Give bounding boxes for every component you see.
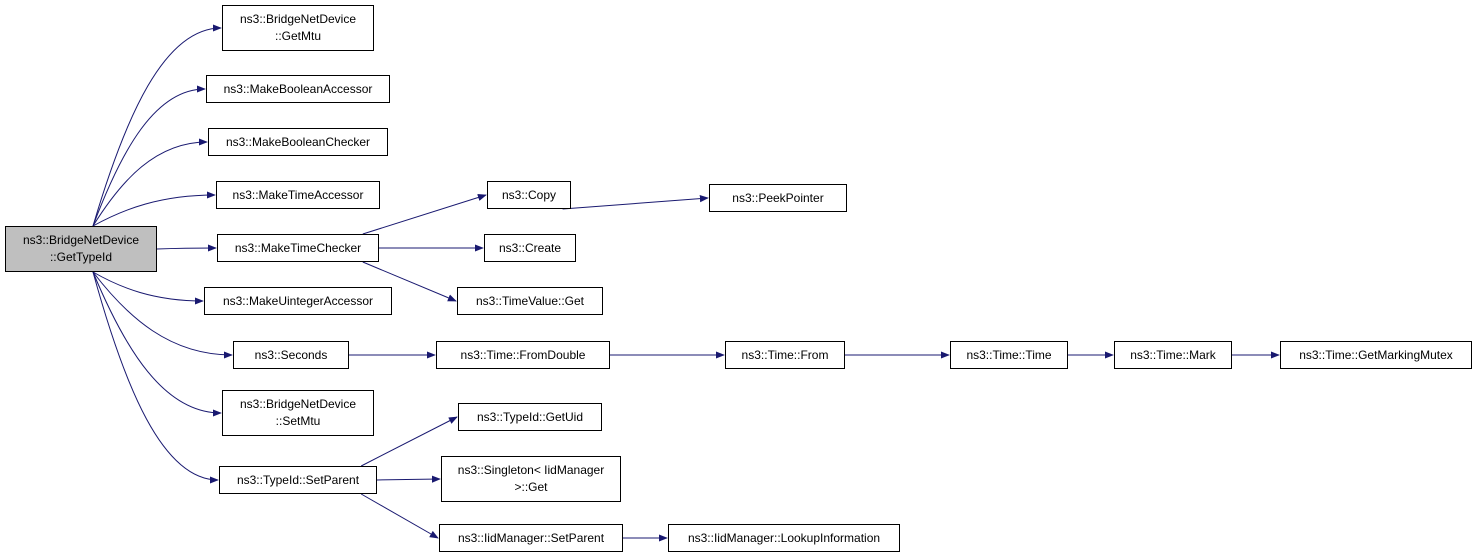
node-mkboolacc[interactable]: ns3::MakeBooleanAccessor (206, 75, 390, 103)
node-label-line: ns3::Copy (501, 187, 557, 202)
node-label-line: ns3::Time::Time (966, 347, 1052, 362)
node-label-line: ns3::BridgeNetDevice (239, 12, 357, 26)
edge-setparent-to-getuid (360, 416, 458, 467)
node-copy[interactable]: ns3::Copy (487, 181, 571, 209)
node-mark[interactable]: ns3::Time::Mark (1114, 341, 1232, 369)
node-label-line: ::GetMtu (274, 29, 321, 43)
edge-root-to-mkboolchk (92, 138, 208, 227)
edge-root-to-seconds (92, 271, 233, 359)
node-label-line: ns3::BridgeNetDevice (22, 233, 140, 247)
node-peek[interactable]: ns3::PeekPointer (709, 184, 847, 212)
node-label-line: ns3::Time::From (741, 347, 829, 362)
node-label-line: ns3::BridgeNetDevice (239, 397, 357, 411)
node-singleton[interactable]: ns3::Singleton< IidManager>::Get (441, 456, 621, 502)
node-label-line: ns3::MakeUintegerAccessor (222, 293, 374, 308)
node-timetime[interactable]: ns3::Time::Time (950, 341, 1068, 369)
node-mkuintacc[interactable]: ns3::MakeUintegerAccessor (204, 287, 392, 315)
node-label-line: ns3::IidManager::SetParent (457, 530, 605, 545)
node-label-line: ns3::Singleton< IidManager (457, 463, 605, 477)
node-getuid[interactable]: ns3::TypeId::GetUid (458, 403, 602, 431)
node-label-line: ns3::TypeId::SetParent (236, 472, 360, 487)
node-seconds[interactable]: ns3::Seconds (233, 341, 349, 369)
node-mktimechk[interactable]: ns3::MakeTimeChecker (217, 234, 379, 262)
node-label-line: ns3::IidManager::LookupInformation (687, 530, 881, 545)
node-label-line: ::SetMtu (275, 414, 321, 428)
node-setparent[interactable]: ns3::TypeId::SetParent (219, 466, 377, 494)
node-label-line: ns3::Time::GetMarkingMutex (1299, 347, 1453, 362)
node-create[interactable]: ns3::Create (484, 234, 576, 262)
edge-mktimechk-to-copy (362, 194, 487, 235)
node-mkboolchk[interactable]: ns3::MakeBooleanChecker (208, 128, 388, 156)
node-label-line: ::GetTypeId (49, 250, 113, 264)
node-iidsetparent[interactable]: ns3::IidManager::SetParent (439, 524, 623, 552)
edge-root-to-mktimechk (156, 244, 217, 252)
node-label-line: ns3::PeekPointer (732, 190, 824, 205)
node-label-line: ns3::TypeId::GetUid (476, 409, 584, 424)
node-label-line: ns3::MakeTimeAccessor (232, 187, 364, 202)
node-mktimeacc[interactable]: ns3::MakeTimeAccessor (216, 181, 380, 209)
node-getmtu[interactable]: ns3::BridgeNetDevice::GetMtu (222, 5, 374, 51)
edge-root-to-getmtu (92, 24, 222, 227)
node-tvget[interactable]: ns3::TimeValue::Get (457, 287, 603, 315)
edge-setparent-to-singleton (376, 475, 441, 483)
node-label-line: >::Get (514, 480, 548, 494)
edge-root-to-mktimeacc (92, 191, 216, 227)
node-fromdouble[interactable]: ns3::Time::FromDouble (436, 341, 610, 369)
edge-copy-to-peek (562, 195, 709, 210)
edge-root-to-mkuintacc (92, 271, 204, 305)
edge-root-to-mkboolacc (92, 85, 206, 227)
node-label-line: ns3::MakeBooleanAccessor (223, 81, 373, 96)
edge-setparent-to-iidsetparent (360, 493, 439, 539)
edge-root-to-setmtu (92, 271, 222, 417)
edge-root-to-setparent (92, 271, 219, 484)
node-setmtu[interactable]: ns3::BridgeNetDevice::SetMtu (222, 390, 374, 436)
edge-mktimechk-to-tvget (362, 261, 457, 302)
node-root[interactable]: ns3::BridgeNetDevice::GetTypeId (5, 226, 157, 272)
node-label-line: ns3::Time::FromDouble (460, 347, 586, 362)
node-label-line: ns3::MakeBooleanChecker (225, 134, 371, 149)
node-label-line: ns3::Create (498, 240, 562, 255)
node-label-line: ns3::MakeTimeChecker (234, 240, 362, 255)
node-label-line: ns3::TimeValue::Get (475, 293, 585, 308)
node-lookup[interactable]: ns3::IidManager::LookupInformation (668, 524, 900, 552)
node-label-line: ns3::Time::Mark (1130, 347, 1216, 362)
node-label-line: ns3::Seconds (254, 347, 328, 362)
node-mutex[interactable]: ns3::Time::GetMarkingMutex (1280, 341, 1472, 369)
node-from[interactable]: ns3::Time::From (725, 341, 845, 369)
